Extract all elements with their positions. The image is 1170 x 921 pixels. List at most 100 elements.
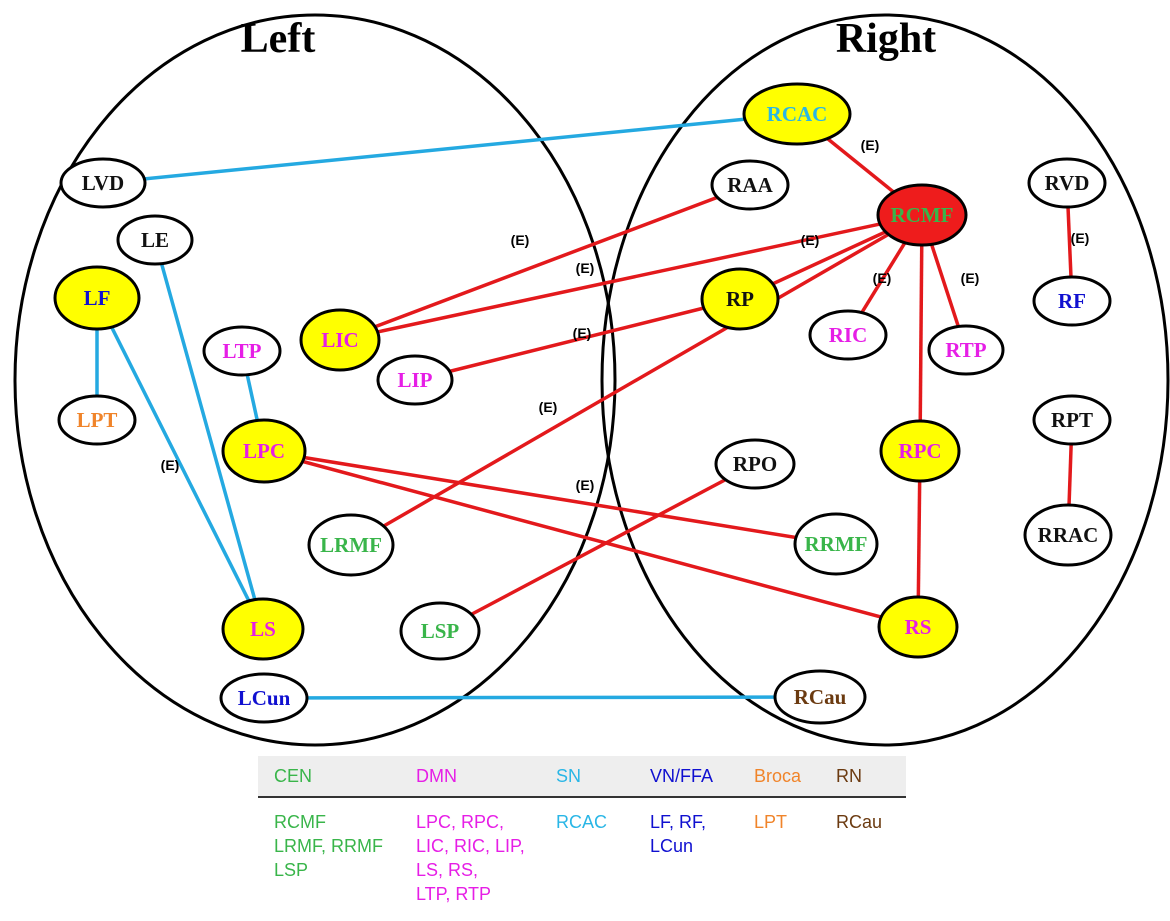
node-label-rpc: RPC [898, 439, 941, 463]
node-shape-lcun [219, 672, 309, 724]
node-shape-rp [700, 267, 780, 331]
legend-item: RCMF [274, 812, 326, 832]
node-rcac: RCAC [742, 82, 852, 146]
node-shape-lvd [59, 157, 147, 209]
legend-body-row: RCMF LRMF, RRMF LSP LPC, RPC, LIC, RIC, … [258, 798, 906, 906]
node-label-rp: RP [726, 287, 754, 311]
edge-lpc-rrmf [263, 449, 837, 546]
legend-item: LSP [274, 860, 309, 880]
legend-header-vn: VN/FFA [650, 766, 714, 786]
legend-header-rn: RN [836, 766, 862, 786]
node-label-rs: RS [905, 615, 932, 639]
node-label-rpt: RPT [1051, 408, 1093, 432]
node-ltp: LTP [202, 325, 282, 377]
legend-column-broca: LPT [754, 810, 836, 906]
node-label-lvd: LVD [82, 171, 124, 195]
node-label-ltp: LTP [223, 339, 262, 363]
node-shape-raa [710, 159, 790, 211]
node-rp: RP [700, 267, 780, 331]
node-shape-lsp [399, 601, 481, 661]
node-rtp: RTP [927, 324, 1005, 376]
node-shape-rpt [1032, 394, 1112, 446]
node-label-rf: RF [1058, 289, 1086, 313]
edge-label-rcmf-rtp: (E) [961, 270, 980, 286]
node-label-rrmf: RRMF [805, 532, 868, 556]
node-label-rcac: RCAC [767, 102, 828, 126]
node-shape-rvd [1027, 157, 1107, 209]
node-rcau: RCau [773, 669, 867, 725]
node-label-lrmf: LRMF [320, 533, 382, 557]
node-label-lsp: LSP [421, 619, 460, 643]
node-rvd: RVD [1027, 157, 1107, 209]
legend-column-dmn: LPC, RPC, LIC, RIC, LIP, LS, RS, LTP, RT… [416, 810, 556, 906]
edge-lcun-rcau [263, 695, 821, 700]
node-shape-lpt [57, 394, 137, 446]
node-shape-rrmf [793, 512, 879, 576]
node-lf: LF [53, 265, 141, 331]
legend-item: LRMF, RRMF [274, 836, 383, 856]
edge-labels-layer: (E)(E)(E)(E)(E)(E)(E)(E)(E)(E)(E) [161, 137, 1090, 493]
legend-item: LPC, RPC, [416, 812, 505, 832]
edge-label-lip-rp: (E) [573, 325, 592, 341]
legend-column-vn: LF, RF, LCun [650, 810, 754, 906]
node-label-ls: LS [250, 617, 276, 641]
node-label-rcau: RCau [794, 685, 847, 709]
right-hemisphere-label: Right [836, 16, 936, 62]
legend-item: LIC, RIC, LIP, [416, 836, 525, 856]
node-ric: RIC [808, 309, 888, 361]
node-lvd: LVD [59, 157, 147, 209]
node-shape-rtp [927, 324, 1005, 376]
edge-label-lf-ls: (E) [161, 457, 180, 473]
edge-label-lic-raa: (E) [511, 232, 530, 248]
node-shape-rpo [714, 438, 796, 490]
node-shape-ls [221, 597, 305, 661]
legend-item: LTP, RTP [416, 884, 492, 904]
edge-label-lrmf-rcmf: (E) [539, 399, 558, 415]
legend-item: LCun [650, 836, 694, 856]
node-label-lic: LIC [321, 328, 358, 352]
node-lpc: LPC [221, 418, 307, 484]
node-shape-le [116, 214, 194, 266]
node-label-rpo: RPO [733, 452, 777, 476]
node-rpt: RPT [1032, 394, 1112, 446]
legend-item: LF, RF, [650, 812, 707, 832]
edge-label-rcmf-ric: (E) [873, 270, 892, 286]
node-label-ric: RIC [829, 323, 868, 347]
legend-item: LS, RS, [416, 860, 479, 880]
node-label-rcmf: RCMF [891, 203, 954, 227]
legend-header-row: CEN DMN SN VN/FFA Broca RN [258, 756, 906, 798]
node-rpo: RPO [714, 438, 796, 490]
node-label-lcun: LCun [238, 686, 291, 710]
node-rf: RF [1032, 275, 1112, 327]
node-lip: LIP [376, 354, 454, 406]
legend-item: LPT [754, 812, 788, 832]
node-shape-rcau [773, 669, 867, 725]
left-hemisphere-label: Left [241, 16, 316, 62]
legend-column-sn: RCAC [556, 810, 650, 906]
edge-label-rcac-rcmf: (E) [861, 137, 880, 153]
legend-item: RCau [836, 812, 883, 832]
node-lpt: LPT [57, 394, 137, 446]
edge-rcmf-rpc [918, 214, 924, 452]
node-lsp: LSP [399, 601, 481, 661]
edge-lic-rcmf [339, 213, 923, 342]
node-shape-rcmf [876, 183, 968, 247]
node-label-lip: LIP [397, 368, 432, 392]
node-label-rrac: RRAC [1038, 523, 1099, 547]
legend-item: RCAC [556, 812, 608, 832]
right-hemisphere-outline [600, 13, 1170, 747]
node-raa: RAA [710, 159, 790, 211]
node-le: LE [116, 214, 194, 266]
left-hemisphere-outline [13, 13, 617, 747]
edge-lf-ls [95, 297, 265, 630]
legend-column-cen: RCMF LRMF, RRMF LSP [258, 810, 416, 906]
edge-lpc-rs [263, 449, 919, 629]
node-shape-rf [1032, 275, 1112, 327]
node-label-le: LE [141, 228, 169, 252]
edge-lic-raa [339, 183, 751, 342]
edge-label-lic-rcmf: (E) [576, 260, 595, 276]
node-label-lpt: LPT [77, 408, 118, 432]
edge-lrmf-rcmf [350, 213, 923, 547]
node-shape-rrac [1023, 503, 1113, 567]
